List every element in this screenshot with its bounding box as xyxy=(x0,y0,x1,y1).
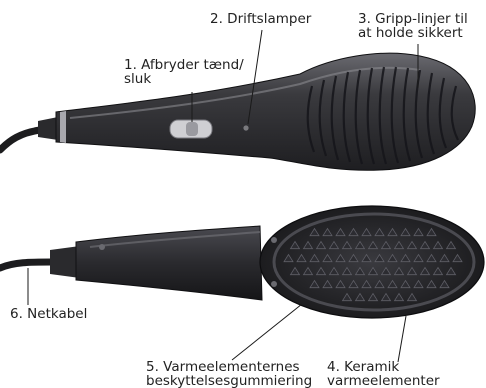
power-switch-knob xyxy=(186,122,198,136)
label-power-cable: 6. Netkabel xyxy=(10,307,87,321)
leader-ceramic xyxy=(398,316,406,362)
bottom-brush-view xyxy=(0,206,484,318)
top-trim-ring xyxy=(60,111,66,143)
bottom-cable xyxy=(0,262,52,268)
top-handle xyxy=(56,53,475,170)
screw-1 xyxy=(99,244,105,250)
label-grip-lines-line1: 3. Gripp-linjer til xyxy=(358,12,468,26)
top-strain-relief xyxy=(38,117,58,140)
label-power-switch-line1: 1. Afbryder tænd/ xyxy=(124,58,244,72)
screw-2 xyxy=(271,237,277,243)
indicator-lamp xyxy=(243,125,248,130)
label-rubber-protection: 5. Varmeelementernes beskyttelsesgummier… xyxy=(146,360,312,388)
label-rubber-protection-line1: 5. Varmeelementernes xyxy=(146,360,312,374)
label-grip-lines-line2: at holde sikkert xyxy=(358,26,468,40)
leader-rubber xyxy=(232,304,302,360)
bottom-handle xyxy=(76,226,262,300)
label-grip-lines: 3. Gripp-linjer til at holde sikkert xyxy=(358,12,468,40)
top-cable xyxy=(0,130,40,150)
label-ceramic-elements: 4. Keramik varmeelementer xyxy=(327,360,440,388)
label-rubber-protection-line2: beskyttelsesgummiering xyxy=(146,374,312,388)
label-power-switch: 1. Afbryder tænd/ sluk xyxy=(124,58,244,86)
label-power-cable-line1: 6. Netkabel xyxy=(10,307,87,321)
label-ceramic-elements-line1: 4. Keramik xyxy=(327,360,440,374)
label-indicator-lamps: 2. Driftslamper xyxy=(210,12,311,26)
label-indicator-lamps-line1: 2. Driftslamper xyxy=(210,12,311,26)
label-power-switch-line2: sluk xyxy=(124,72,244,86)
label-ceramic-elements-line2: varmeelementer xyxy=(327,374,440,388)
screw-3 xyxy=(271,281,277,287)
